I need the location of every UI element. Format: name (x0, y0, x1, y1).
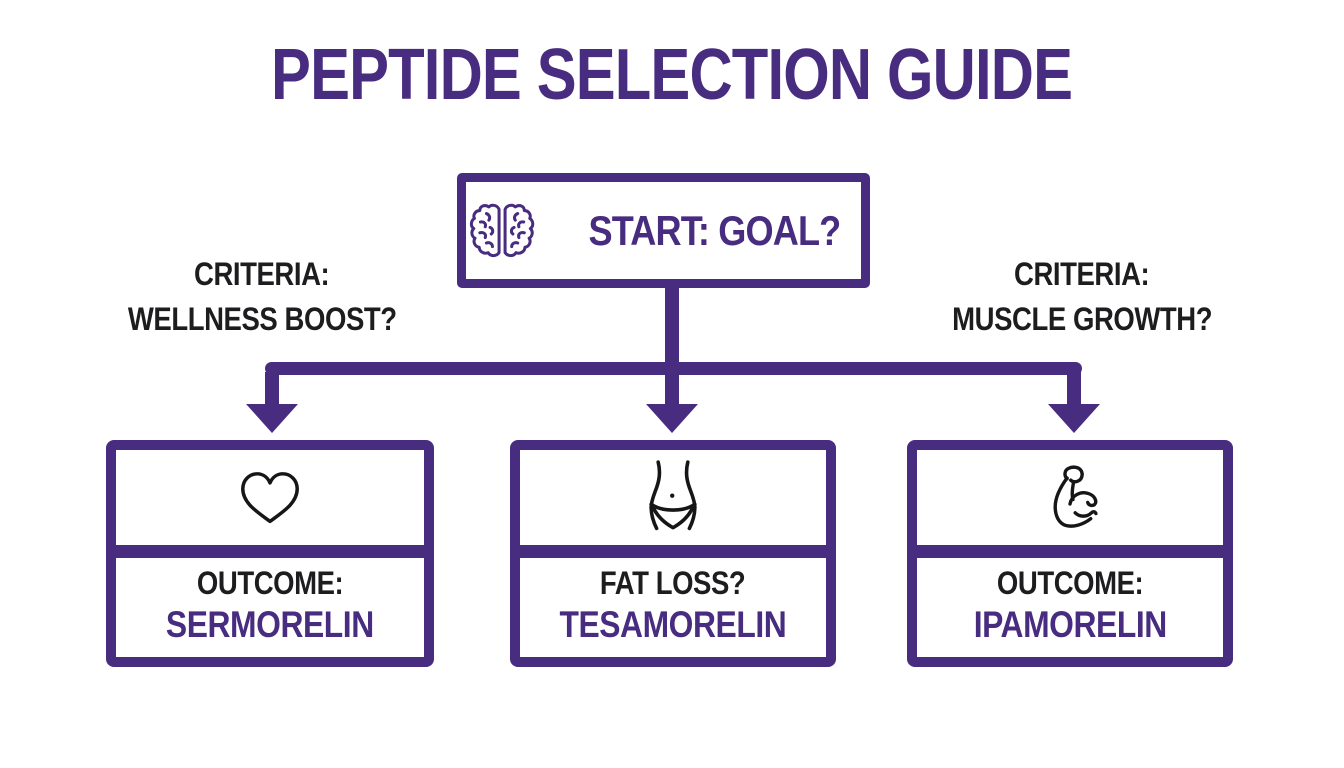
start-node: START: GOAL? (457, 173, 870, 288)
outcome-node-ipamorelin: OUTCOME: IPAMORELIN (907, 440, 1233, 667)
heart-icon (241, 471, 299, 523)
outcome-node-sermorelin: OUTCOME: SERMORELIN (106, 440, 434, 667)
waist-icon (649, 459, 697, 530)
outcome-question-label: OUTCOME: (196, 565, 344, 601)
icon-section (116, 450, 424, 545)
brain-icon (469, 203, 535, 257)
text-section: OUTCOME: SERMORELIN (116, 558, 424, 657)
text-section: FAT LOSS? TESAMORELIN (520, 558, 826, 657)
connector-stem-right (1067, 372, 1081, 406)
box-divider (116, 545, 424, 558)
text-section: OUTCOME: IPAMORELIN (917, 558, 1223, 657)
icon-section (520, 450, 826, 545)
arrow-down-right-icon (1048, 404, 1100, 433)
bicep-icon (1053, 464, 1098, 528)
page-title: PEPTIDE SELECTION GUIDE (0, 34, 1344, 116)
icon-section (917, 450, 1223, 545)
outcome-question-label: FAT LOSS? (600, 565, 746, 601)
box-divider (917, 545, 1223, 558)
connector-stem-center (665, 372, 679, 406)
connector-trunk (665, 284, 679, 364)
criteria-right-label: CRITERIA: MUSCLE GROWTH? (902, 252, 1262, 342)
criteria-left-line2: WELLNESS BOOST? (127, 300, 397, 337)
arrow-down-left-icon (246, 404, 298, 433)
page-title-text: PEPTIDE SELECTION GUIDE (271, 35, 1073, 115)
arrow-down-center-icon (646, 404, 698, 433)
peptide-name-label: IPAMORELIN (973, 604, 1167, 645)
criteria-left-line1: CRITERIA: (194, 256, 330, 292)
outcome-node-tesamorelin: FAT LOSS? TESAMORELIN (510, 440, 836, 667)
peptide-name-label: TESAMORELIN (559, 604, 787, 645)
connector-stem-left (265, 372, 279, 406)
outcome-question-label: OUTCOME: (996, 565, 1144, 601)
peptide-name-label: SERMORELIN (166, 604, 374, 645)
start-node-label: START: GOAL? (588, 206, 842, 254)
criteria-right-line1: CRITERIA: (1014, 256, 1150, 292)
box-divider (520, 545, 826, 558)
criteria-left-label: CRITERIA: WELLNESS BOOST? (82, 252, 442, 342)
connector-branch-bar (265, 362, 1082, 375)
criteria-right-line2: MUSCLE GROWTH? (952, 300, 1212, 337)
